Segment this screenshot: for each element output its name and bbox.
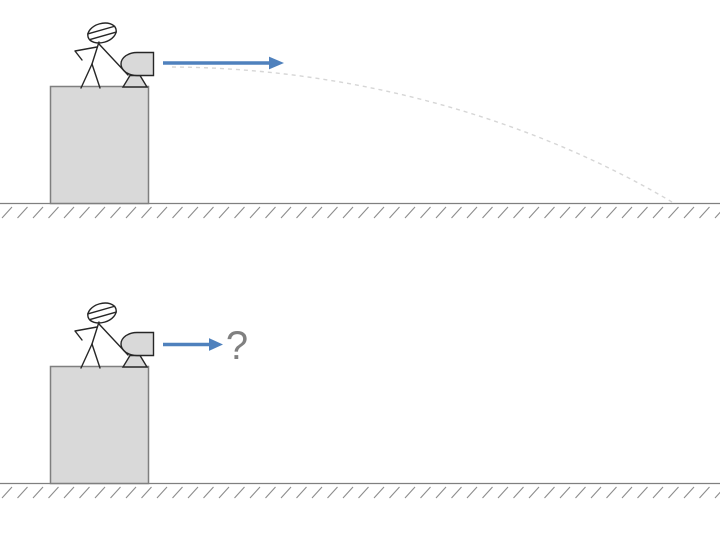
panel-top-scene [0,22,720,219]
stickman-icon [74,302,129,369]
figure-group [49,302,155,485]
question-mark: ? [226,324,248,368]
projectile-launcher-icon [120,331,155,368]
ground-hatched-line [0,482,720,499]
platform-block [49,85,150,205]
ground-hatched-line [0,202,720,219]
velocity-arrow-icon [163,56,284,70]
trajectory-dashed-curve [171,66,673,203]
panel-bottom-scene: ? [0,302,720,499]
stickman-icon [74,22,129,89]
platform-block [49,365,150,485]
projectile-launcher-icon [120,51,155,88]
velocity-arrow-icon [163,338,223,351]
